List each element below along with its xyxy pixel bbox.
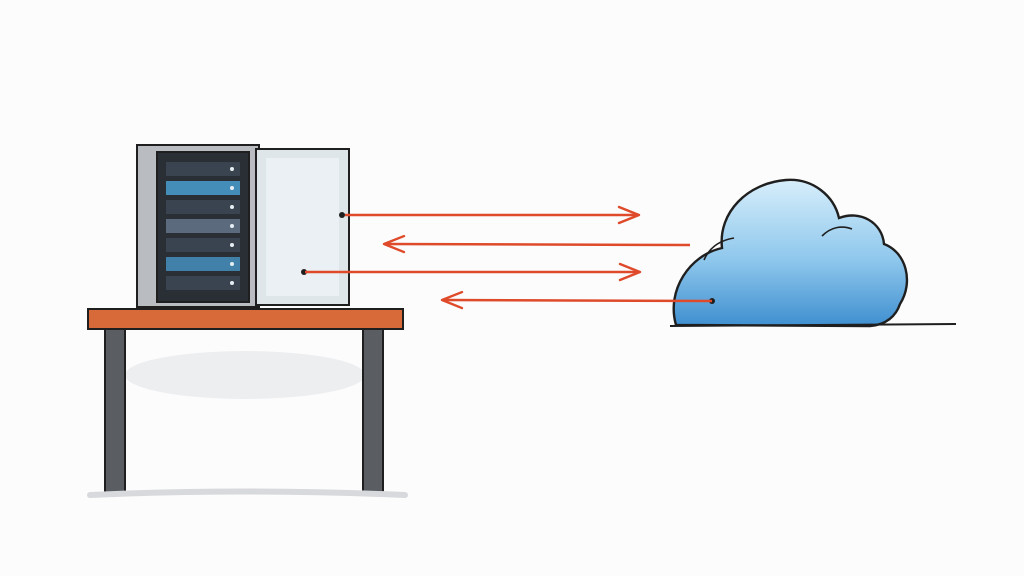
arrow-cloud-to-server-1	[382, 234, 691, 254]
cloud-icon	[669, 178, 957, 328]
desk-icon	[87, 308, 408, 498]
connection-arrows	[305, 205, 713, 310]
server-rack-icon	[136, 144, 350, 308]
server-units	[166, 162, 240, 290]
arrow-cloud-to-server-2	[440, 290, 713, 310]
